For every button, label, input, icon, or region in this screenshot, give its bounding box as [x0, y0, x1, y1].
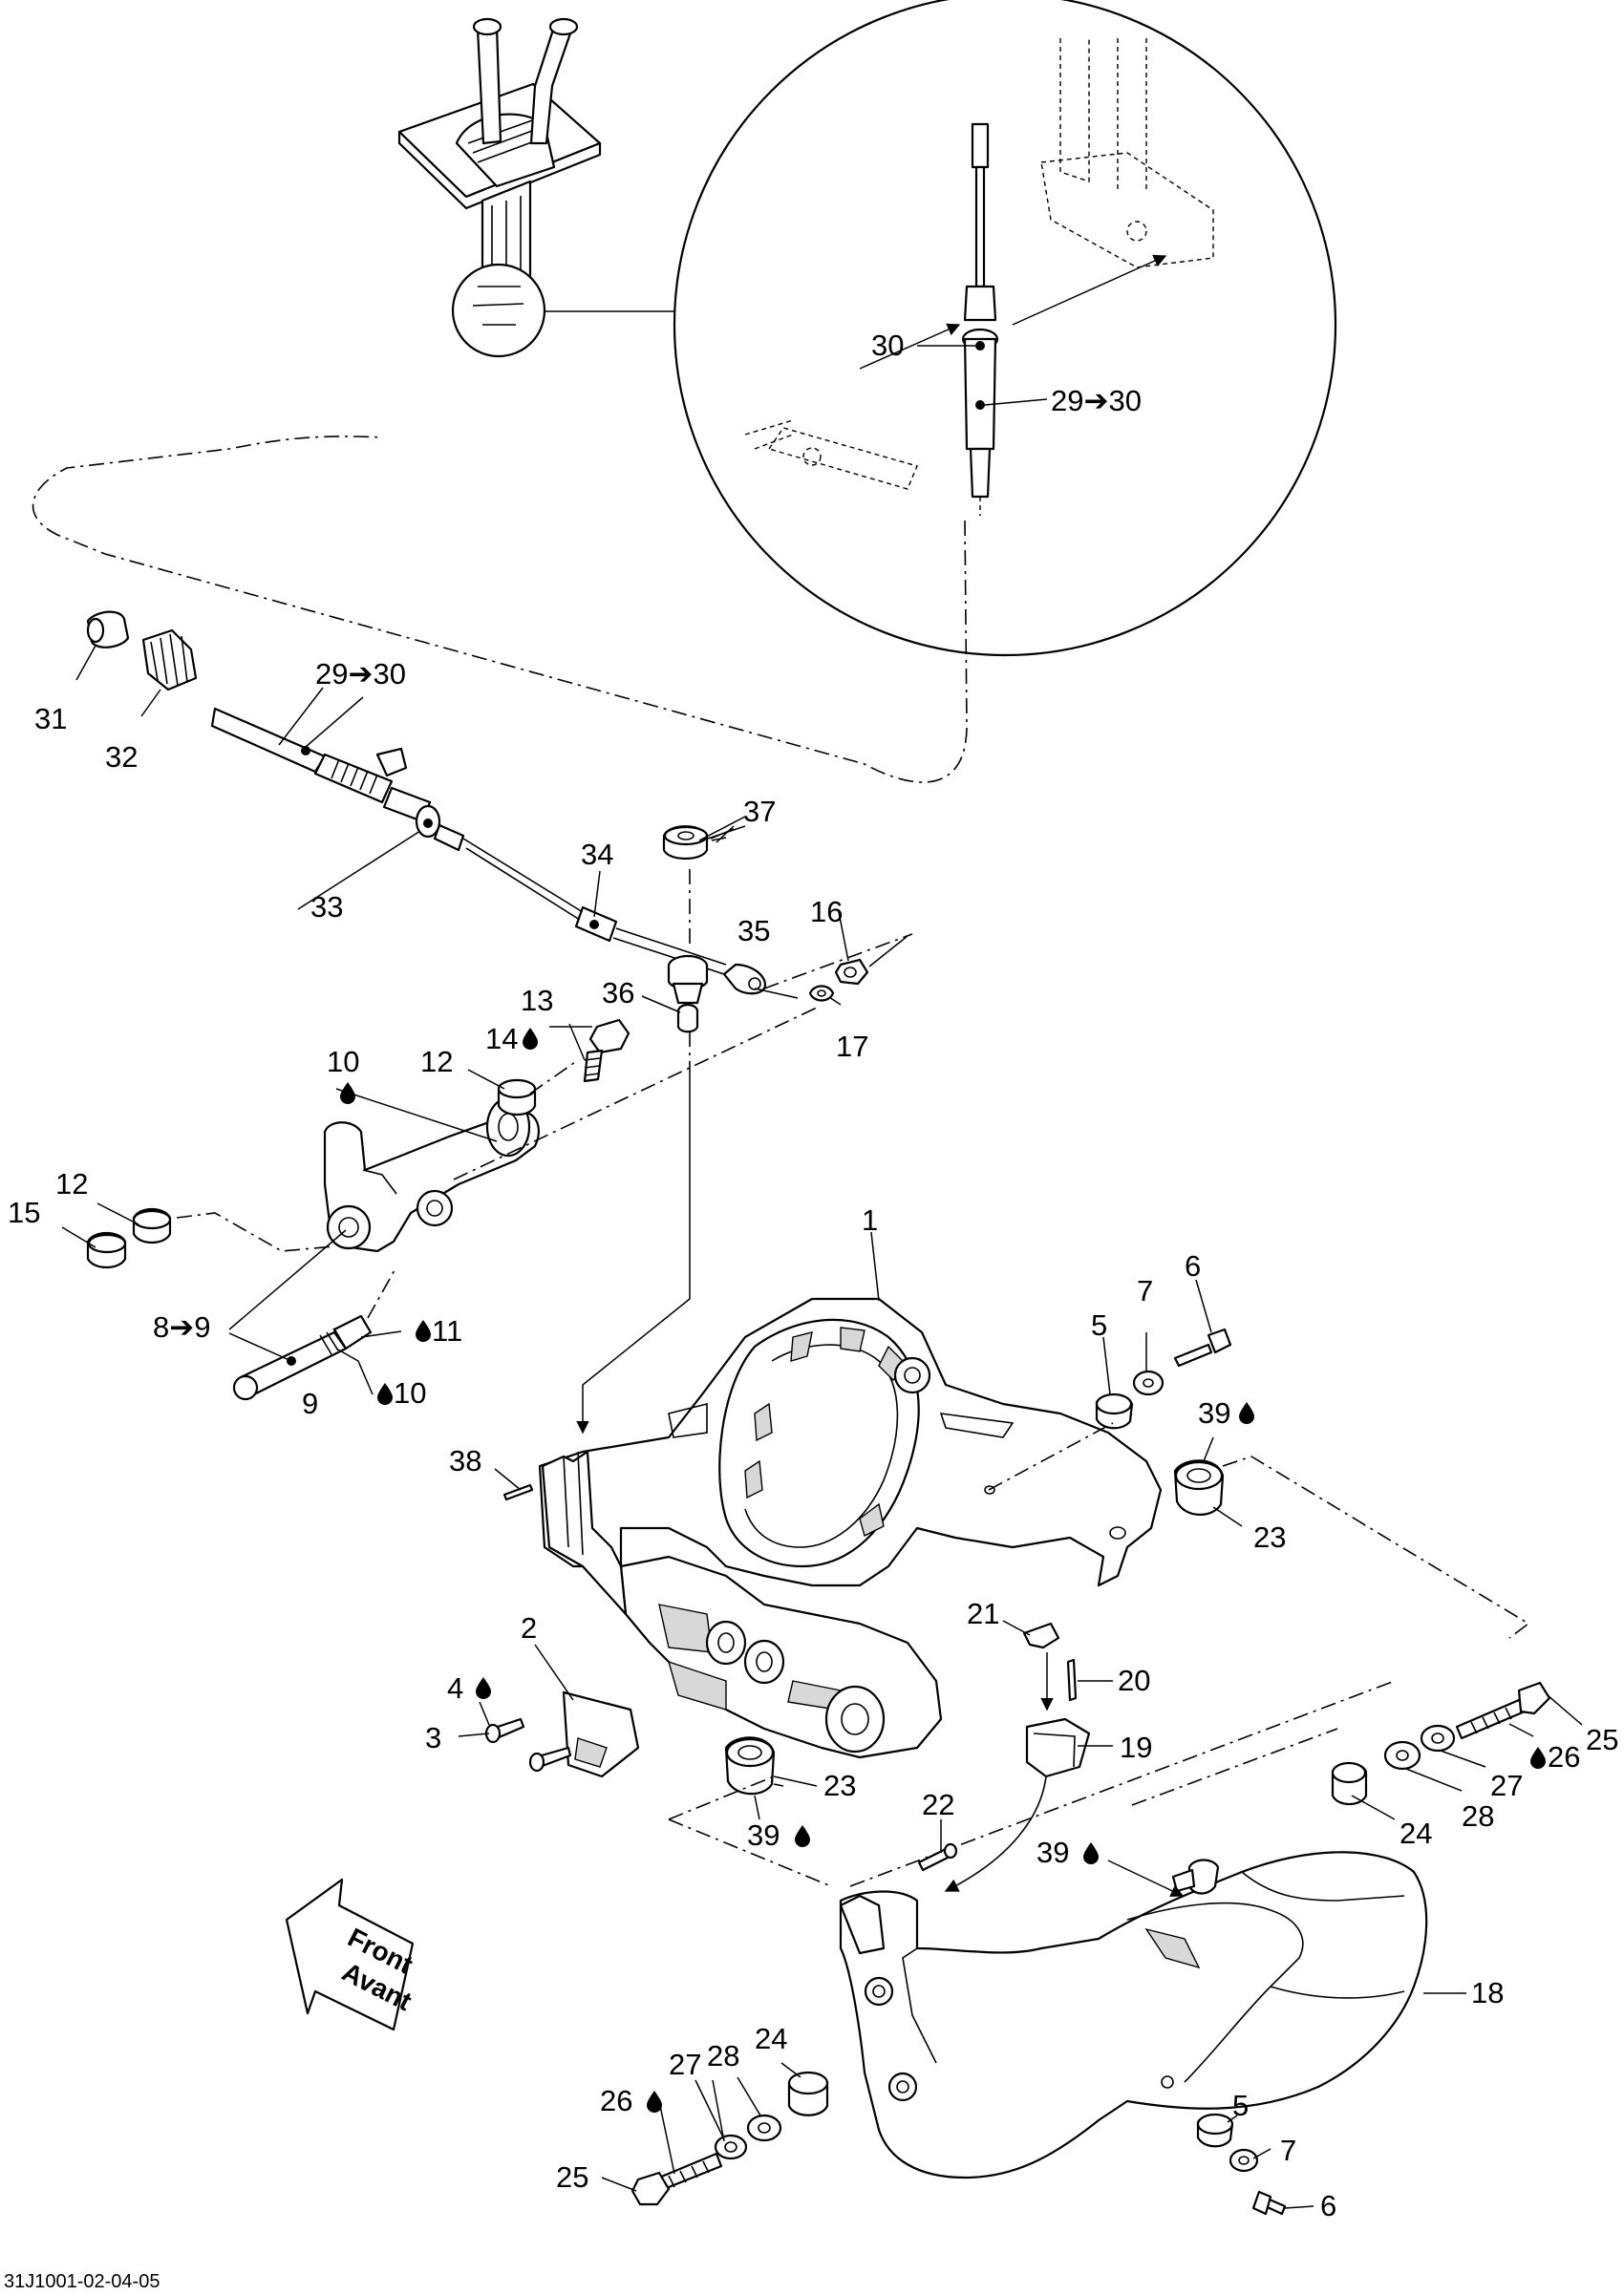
cable-end-fittings: [662, 825, 908, 1070]
callout-26-left: 26: [600, 2084, 632, 2117]
callout-13: 13: [521, 984, 553, 1017]
callout-17: 17: [836, 1030, 868, 1063]
callout-labels: 30 29➔30 29➔30 31 32 33 34 35 36 37 16 1…: [4, 329, 1618, 2292]
callout-38: 38: [449, 1444, 481, 1478]
lubricant-icon: [647, 2091, 662, 2113]
callout-16: 16: [810, 895, 843, 928]
callout-20: 20: [1118, 1664, 1150, 1697]
callout-8-9: 8➔9: [153, 1310, 210, 1344]
callout-31: 31: [34, 702, 67, 735]
callout-27-right: 27: [1490, 1769, 1523, 1802]
callout-10-upper: 10: [327, 1045, 359, 1078]
callout-35: 35: [737, 914, 770, 947]
callout-11: 11: [432, 1314, 462, 1348]
callout-12-upper: 12: [420, 1045, 453, 1078]
hardware-left-bolts: [630, 2071, 829, 2206]
callout-7-lower: 7: [1280, 2134, 1296, 2167]
front-direction-arrow: Front Avant: [285, 1878, 417, 2031]
lubricant-icon: [377, 1383, 393, 1405]
callout-7-upper: 7: [1137, 1274, 1153, 1307]
lower-housing: [839, 1851, 1428, 2179]
callout-10-lower: 10: [394, 1376, 426, 1410]
lubricant-icon: [1239, 1402, 1254, 1424]
hardware-right-bolts: [1331, 1681, 1551, 1806]
callout-19: 19: [1120, 1731, 1152, 1764]
leader-lines: [61, 645, 1583, 2209]
callout-29-30-inset: 29➔30: [1051, 384, 1142, 417]
lubricant-icon: [1083, 1842, 1099, 1864]
figure-code: 31J1001-02-04-05: [4, 2271, 160, 2292]
callout-24-right: 24: [1400, 1817, 1432, 1850]
callout-24-left: 24: [755, 2022, 787, 2055]
shift-cable: [86, 610, 913, 995]
callout-28-right: 28: [1462, 1799, 1494, 1833]
callout-23-upper: 23: [1253, 1520, 1286, 1554]
callout-1: 1: [862, 1203, 878, 1237]
callout-26-right: 26: [1548, 1740, 1580, 1774]
lubricant-icon: [523, 1028, 538, 1050]
callout-15: 15: [8, 1196, 40, 1229]
callout-4: 4: [447, 1671, 463, 1705]
shifter-assembly: [397, 17, 602, 358]
lever-pin: [232, 1269, 395, 1401]
callout-27-left: 27: [669, 2048, 701, 2081]
callout-29-30: 29➔30: [315, 657, 406, 691]
pin-38: [502, 1483, 534, 1501]
bushings-23: [724, 1459, 1225, 1796]
callout-18: 18: [1471, 1976, 1504, 2009]
hardware-upper-right: [988, 1328, 1530, 1639]
callout-22: 22: [922, 1788, 954, 1821]
callout-14: 14: [485, 1022, 518, 1055]
callout-25-left: 25: [556, 2160, 588, 2194]
lubricant-icon: [416, 1320, 431, 1342]
detail-inset: [673, 0, 1336, 656]
screw-22-head: [943, 1842, 958, 1860]
mounting-bracket: [538, 1297, 1163, 1759]
lubricant-icon: [340, 1082, 355, 1104]
shift-lever: [323, 1096, 540, 1253]
callout-6-lower: 6: [1320, 2189, 1336, 2222]
callout-36: 36: [602, 976, 634, 1010]
callout-39-right: 39: [1036, 1836, 1069, 1869]
callout-12-lower: 12: [55, 1167, 88, 1201]
callout-33: 33: [310, 890, 343, 924]
callout-25-right: 25: [1586, 1723, 1618, 1756]
callout-30-inset: 30: [871, 329, 904, 362]
lubricant-icon: [476, 1677, 491, 1699]
callout-39-lower: 39: [747, 1818, 780, 1852]
lock-components: [944, 1622, 1091, 1892]
callout-6-upper: 6: [1185, 1249, 1201, 1283]
install-arrow: [576, 1070, 691, 1435]
callout-5-lower: 5: [1232, 2089, 1249, 2122]
callout-23-lower: 23: [823, 1769, 856, 1802]
callout-2: 2: [521, 1611, 537, 1645]
hardware-lower-right: [1196, 2113, 1287, 2216]
lubricant-icon: [795, 1825, 810, 1847]
callout-34: 34: [581, 838, 613, 871]
callout-28-left: 28: [707, 2039, 739, 2073]
callout-21: 21: [967, 1597, 999, 1630]
callout-3: 3: [425, 1721, 441, 1754]
callout-39-upper: 39: [1198, 1396, 1230, 1430]
callout-32: 32: [105, 740, 138, 774]
cable-route-line: [32, 436, 968, 783]
lever-hardware: [86, 1007, 818, 1269]
lubricant-icon: [1530, 1747, 1546, 1769]
retainer-clip: [484, 1690, 640, 1778]
callout-37: 37: [743, 795, 776, 828]
callout-5-upper: 5: [1091, 1308, 1107, 1342]
callout-9: 9: [302, 1387, 318, 1420]
